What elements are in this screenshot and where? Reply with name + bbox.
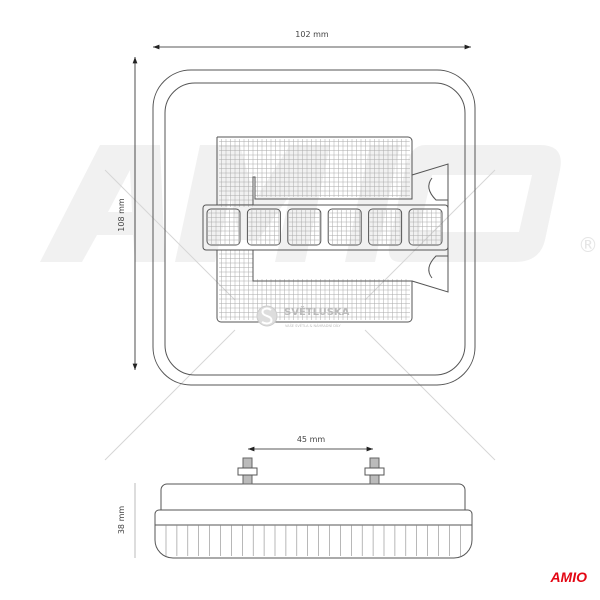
front-view xyxy=(152,69,476,386)
led-cell xyxy=(327,208,362,246)
depth-label: 38 mm xyxy=(117,506,126,535)
led-cell xyxy=(206,208,241,246)
led-cell-grid xyxy=(248,210,280,245)
bolt-spacing-label: 45 mm xyxy=(297,435,326,444)
amio-logo: AMIO xyxy=(549,569,587,585)
lower-reflector xyxy=(216,250,413,323)
side-view xyxy=(154,457,473,559)
svetluska-emblem-s xyxy=(261,307,273,325)
svetluska-logo: SVĚTLUSKA VAŠE SVĚTLA & NÁHRADNÍ DÍLY xyxy=(256,305,350,328)
watermark-letter-i xyxy=(345,145,400,262)
svetluska-tagline: VAŠE SVĚTLA & NÁHRADNÍ DÍLY xyxy=(285,323,341,328)
height-label: 108 mm xyxy=(117,198,126,232)
width-label: 102 mm xyxy=(295,30,329,39)
led-cell-grid xyxy=(329,210,361,245)
side-lens xyxy=(154,509,473,559)
watermark-letter-a xyxy=(40,145,165,262)
led-cell-grid xyxy=(369,210,401,245)
led-cell-grid xyxy=(410,210,441,245)
led-cell xyxy=(408,208,443,246)
led-cell-grid xyxy=(208,210,239,245)
led-cell xyxy=(246,208,281,246)
housing-inner xyxy=(164,82,466,376)
svetluska-name: SVĚTLUSKA xyxy=(284,305,350,318)
side-housing xyxy=(160,483,466,510)
led-cell-grid xyxy=(288,210,320,245)
dimension-lines xyxy=(132,44,471,558)
watermark-diagonals xyxy=(104,169,496,461)
registered-mark: ® xyxy=(578,233,598,257)
bolt-right xyxy=(364,457,385,485)
housing-outer xyxy=(152,69,476,386)
upper-reflector xyxy=(217,136,413,205)
led-cell xyxy=(287,208,322,246)
bolt-left xyxy=(237,457,258,485)
led-cell xyxy=(368,208,403,246)
